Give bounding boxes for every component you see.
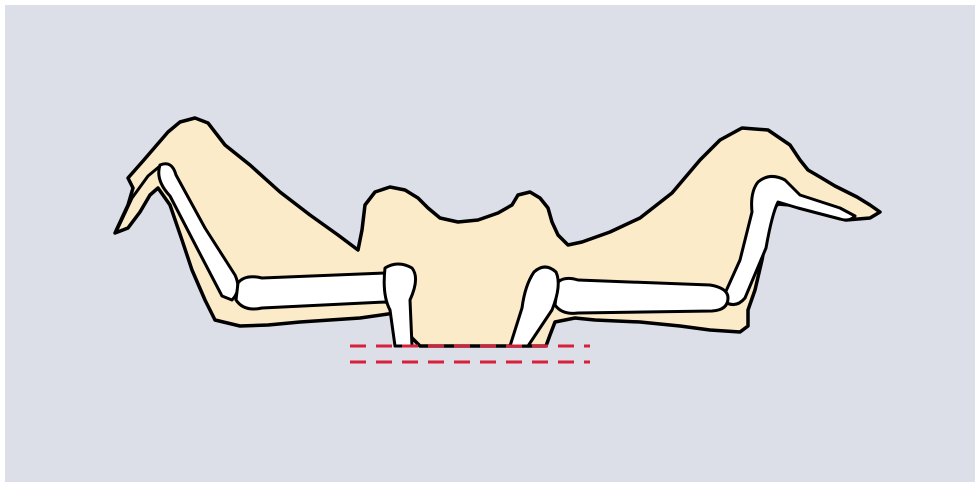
right-forearm-bone	[555, 278, 728, 313]
bat-diagram	[5, 5, 975, 482]
left-forearm-bone	[236, 272, 398, 309]
